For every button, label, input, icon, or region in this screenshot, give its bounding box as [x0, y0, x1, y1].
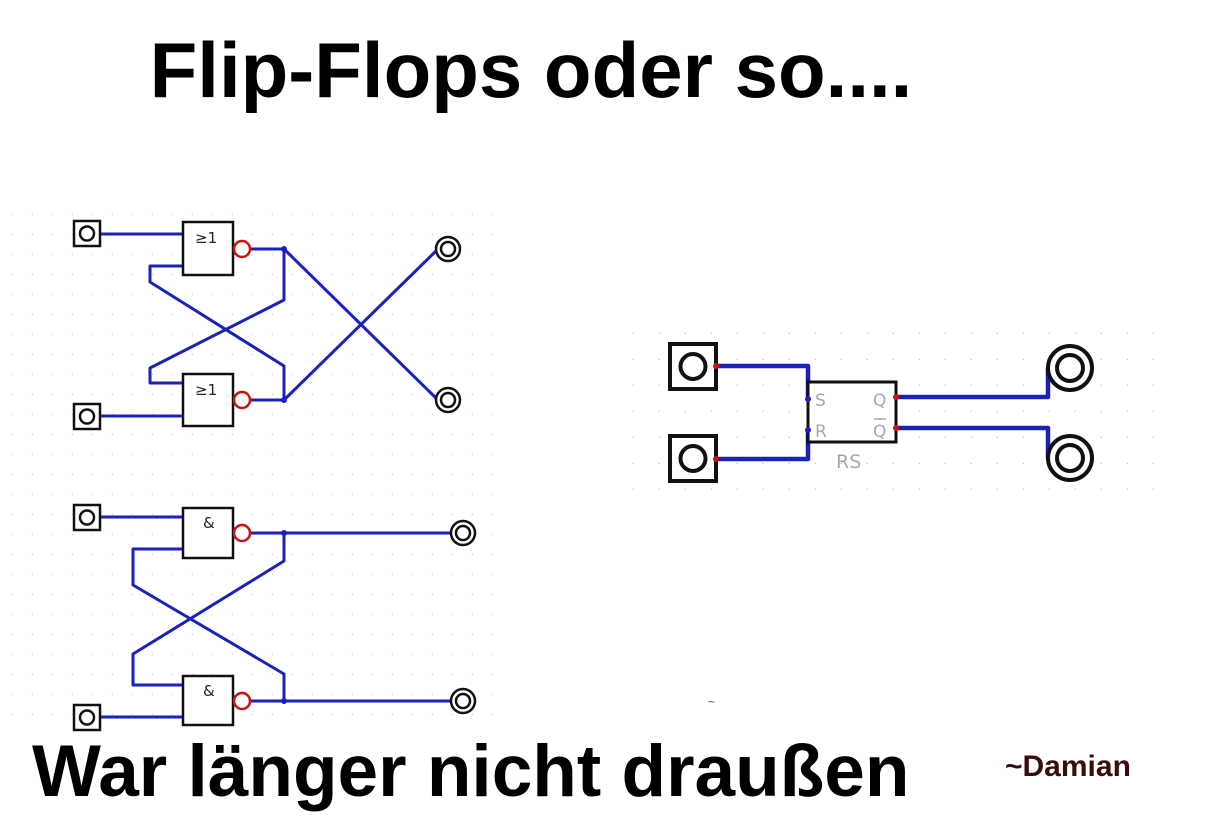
stray-mark: ~ — [708, 695, 716, 709]
input-switch-icon[interactable] — [72, 703, 102, 732]
nand-gate-top — [181, 506, 235, 560]
output-lamp-icon — [434, 235, 462, 263]
pin-dot — [893, 394, 899, 400]
inverter-bubble-icon — [232, 691, 252, 711]
gate-label: & — [203, 514, 215, 532]
pin-dot — [893, 425, 899, 431]
output-lamp-icon — [1046, 344, 1094, 392]
gate-label: ≥1 — [195, 229, 217, 247]
pin-dot — [805, 396, 811, 402]
wire — [893, 425, 1051, 461]
input-switch-icon[interactable] — [72, 219, 102, 248]
output-lamp-icon — [449, 519, 477, 547]
nor-gate-top — [181, 220, 235, 277]
junction-dot — [281, 530, 287, 536]
input-switch-icon[interactable] — [72, 402, 102, 431]
junction-dot — [281, 246, 287, 252]
rs-block-name: RS — [836, 451, 861, 473]
wire — [148, 247, 286, 385]
rs-pin-q: Q — [873, 391, 886, 411]
nor-gate-bottom — [181, 372, 235, 428]
output-lamp-icon — [434, 386, 462, 414]
signature: ~Damian — [1005, 750, 1131, 783]
inverter-bubble-icon — [232, 523, 252, 543]
junction-dot — [281, 397, 287, 403]
rs-pin-q-bar: Q — [873, 422, 886, 442]
input-switch-icon[interactable] — [668, 342, 718, 391]
wire — [893, 365, 1051, 400]
wire — [131, 547, 286, 703]
rs-box — [806, 380, 898, 444]
input-switch-icon[interactable] — [668, 434, 718, 483]
wire — [131, 531, 286, 687]
pin-dot — [713, 456, 719, 462]
rs-flipflop-block: S R Q Q RS — [668, 342, 1094, 483]
nand-gate-bottom — [181, 674, 235, 727]
pin-dot — [713, 363, 719, 369]
input-switch-icon[interactable] — [72, 503, 102, 532]
inverter-bubble-icon — [232, 390, 252, 410]
grid-left — [12, 210, 502, 730]
output-lamp-icon — [1046, 434, 1094, 482]
inverter-bubble-icon — [232, 239, 252, 259]
wire — [148, 264, 286, 402]
pin-dot — [805, 427, 811, 433]
output-lamp-icon — [449, 687, 477, 715]
rs-pin-s: S — [815, 391, 826, 411]
page-title: Flip-Flops oder so.... — [149, 26, 913, 114]
bottom-caption: War länger nicht draußen — [32, 731, 910, 812]
wire — [282, 247, 440, 402]
gate-label: & — [203, 682, 215, 700]
gate-label: ≥1 — [195, 381, 217, 399]
rs-pin-r: R — [815, 422, 827, 442]
nor-latch: ≥1 ≥1 — [72, 219, 462, 431]
junction-dot — [281, 698, 287, 704]
nand-latch: & & — [72, 503, 477, 732]
